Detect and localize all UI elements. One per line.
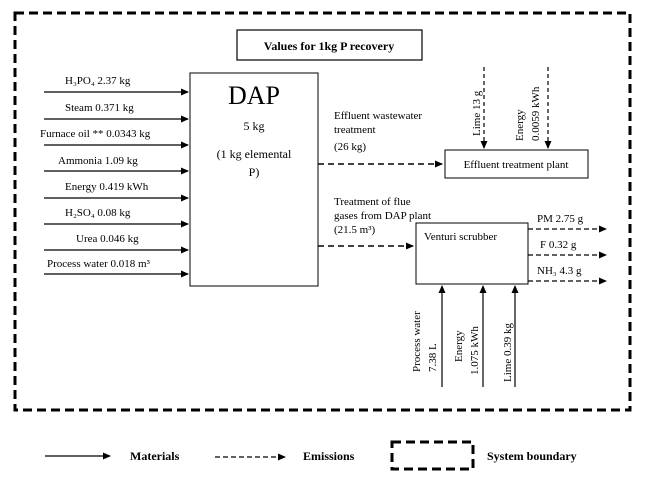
dap-note-2: P) <box>249 165 260 179</box>
input-label: Furnace oil ** 0.0343 kg <box>40 128 151 140</box>
input-labels: H₃PO₄ 2.37 kg Steam 0.371 kg Furnace oil… <box>40 75 151 270</box>
flue-flow-label-3: (21.5 m³) <box>334 224 376 236</box>
effluent-plant-label: Effluent treatment plant <box>464 159 569 171</box>
input-label: Energy 0.419 kWh <box>65 181 149 193</box>
effluent-flow-label-2: treatment <box>334 124 376 136</box>
scrubber-water-label-2: 7.38 L <box>427 343 439 372</box>
input-label: Urea 0.046 kg <box>76 233 139 245</box>
effluent-plant-box <box>444 149 589 179</box>
input-label: Ammonia 1.09 kg <box>58 155 138 167</box>
system-boundary <box>13 11 632 412</box>
legend: Materials Emissions System boundary <box>45 440 577 471</box>
scrubber-water-label-1: Process water <box>411 311 423 372</box>
input-label: Process water 0.018 m³ <box>47 258 151 270</box>
scrubber-output-label: F 0.32 g <box>540 239 577 251</box>
legend-emissions-label: Emissions <box>303 449 355 463</box>
effluent-lime-label: Lime 13 g <box>471 90 483 136</box>
input-arrows <box>44 88 189 278</box>
legend-boundary-swatch <box>390 440 475 471</box>
effluent-flow-label-3: (26 kg) <box>334 141 366 153</box>
page-title: Values for 1kg P recovery <box>264 39 394 53</box>
dap-note-1: (1 kg elemental <box>217 147 292 161</box>
effluent-flow-label-1: Effluent wastewater <box>334 110 422 122</box>
effluent-energy-label-1: Energy <box>514 109 526 141</box>
venturi-scrubber-box <box>415 222 529 285</box>
input-label: H₂SO₄ 0.08 kg <box>65 207 131 219</box>
dap-name: DAP <box>228 81 280 110</box>
dap-box <box>189 72 319 287</box>
input-label: H₃PO₄ 2.37 kg <box>65 75 131 87</box>
scrubber-output-label: PM 2.75 g <box>537 213 584 225</box>
flue-flow-label-1: Treatment of flue <box>334 196 411 208</box>
title-box <box>236 29 423 61</box>
effluent-energy-label-2: 0.0059 kWh <box>530 86 542 141</box>
input-label: Steam 0.371 kg <box>65 102 134 114</box>
scrubber-lime-label: Lime 0.39 kg <box>502 323 514 382</box>
scrubber-energy-label-2: 1.075 kWh <box>469 326 481 375</box>
legend-boundary-label: System boundary <box>487 449 577 463</box>
scrubber-output-label: NH₃ 4.3 g <box>537 265 582 277</box>
scrubber-energy-label-1: Energy <box>453 330 465 362</box>
flue-flow-label-2: gases from DAP plant <box>334 210 431 222</box>
venturi-scrubber-label: Venturi scrubber <box>424 231 497 243</box>
legend-materials-label: Materials <box>130 449 180 463</box>
dap-amount: 5 kg <box>244 119 265 133</box>
